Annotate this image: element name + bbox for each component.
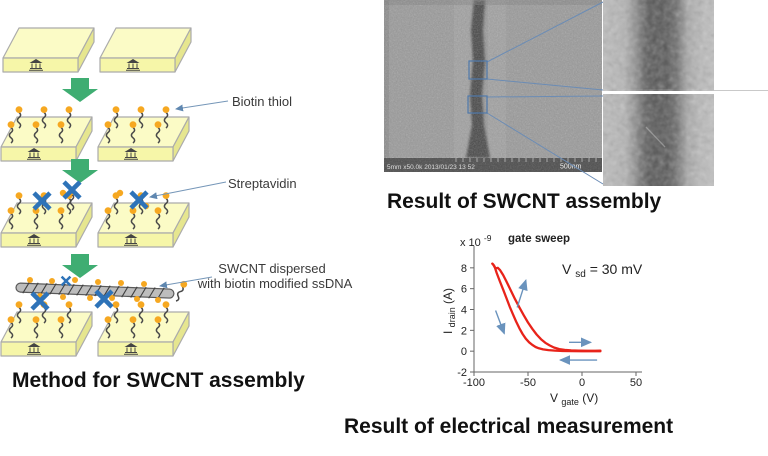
y-tick-label: 6 [461,284,467,296]
sem-ruler-ticks [455,158,597,162]
rod-hatch [85,284,93,297]
x-tick-label: -50 [520,377,536,389]
y-tick-label: 2 [461,325,467,337]
rod-hatch [157,287,165,299]
iv-curve-branch-1 [491,262,602,352]
sem-footer-info: 5mm x50.0k 2013/01/23 13 52 [387,164,475,171]
step3-streptavidin: Streptavidin [0,176,297,248]
biotin-dots-on-rod [27,277,161,303]
step4-swcnt-bridge: SWCNT dispersed with biotin modified ssD… [0,261,353,357]
sem-main-image: 5mm x50.0k 2013/01/23 13 52 500nm [384,0,602,172]
rod-hatch [130,286,138,298]
rod-hatch [67,283,75,296]
method-title: Method for SWCNT assembly [12,369,305,392]
arrow-step2-to-step3 [62,159,98,183]
rod-hatch [121,286,129,298]
x-tick-label: -100 [463,377,485,389]
callout-box-lower [467,95,488,114]
arrow-step3-to-step4 [62,254,98,278]
callout-box-upper [468,60,488,80]
y-scale-label: x 10 -9 [460,233,492,249]
chart-title: gate sweep [508,233,570,245]
sweep-arrow [516,278,528,308]
vsd-annotation: V sd = 30 mV [562,261,643,280]
swcnt-label-line1: SWCNT dispersed [218,261,325,276]
step1-bare-electrodes [2,27,192,73]
sweep-arrow [494,310,506,335]
x-axis-label: V gate (V) [550,391,598,408]
rod-hatch [139,286,147,299]
method-diagram: Biotin thiol Streptavidin [0,27,353,357]
y-tick-label: -2 [457,367,467,379]
streptavidin-label: Streptavidin [228,176,297,191]
streptavidin-leader-line [149,181,227,200]
swcnt-faint-line [645,126,666,148]
x-tick-label: 50 [630,377,642,389]
gate-sweep-chart: x 10 -9 gate sweep V sd = 30 mV -100 -50 0… [441,233,643,408]
swcnt-label-line2: with biotin modified ssDNA [197,276,353,291]
x-tick-label: 0 [579,377,585,389]
rod-hatch [31,282,39,294]
biotin-thiol-label: Biotin thiol [232,94,292,109]
sem-info-bar: 5mm x50.0k 2013/01/23 13 52 500nm [384,158,602,172]
biotin-leader-line [175,100,229,112]
sem-scale-label: 500nm [560,164,582,171]
y-tick-label: 0 [461,346,467,358]
sweep-direction-arrows [494,278,598,365]
y-axis-label: I drain (A) [441,288,458,334]
rod-hatch [22,282,30,294]
rod-hatch [103,285,111,297]
rod-hatch [40,282,48,295]
step2-biotin-thiol: Biotin thiol [0,94,292,162]
sem-callouts [467,1,604,185]
rod-hatch [76,284,84,296]
rod-hatch [148,287,156,299]
rod-hatch [49,283,57,295]
swcnt-rod [15,282,175,299]
sem-title: Result of SWCNT assembly [387,190,662,213]
electrical-title: Result of electrical measurement [344,415,674,438]
chart-ticks: -100 -50 0 50 -2 0 2 4 6 8 [457,263,642,389]
panel-separator-line [714,90,768,91]
chart-curves [491,262,602,353]
sem-zoom-panels [603,0,714,186]
arrow-step1-to-step2 [62,78,98,102]
y-tick-label: 8 [461,263,467,275]
swcnt-leader-line [159,276,213,289]
y-tick-label: 4 [461,305,467,317]
callout-lines [486,1,604,185]
rod-hatch [112,285,120,298]
rod-hatch [58,283,66,295]
